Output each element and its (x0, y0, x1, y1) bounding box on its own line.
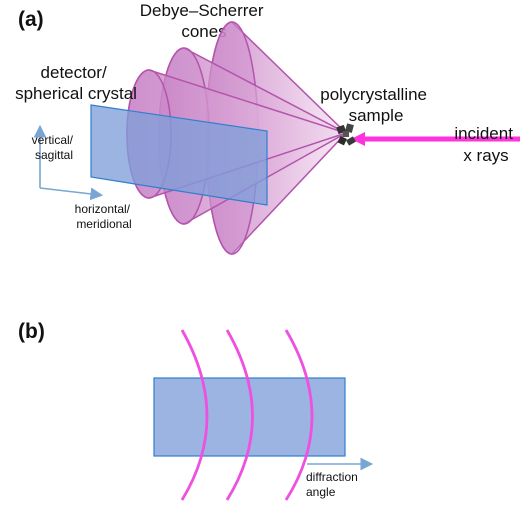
sample-label: polycrystalline sample (320, 85, 432, 125)
incident-beam-arrowhead (351, 132, 365, 146)
polycrystalline-sample (336, 123, 356, 146)
diffraction-angle-label: diffraction angle (306, 470, 361, 499)
incident-label: incident x rays (454, 124, 517, 165)
horizontal-axis-arrow (39, 187, 104, 201)
detector-label: detector/ spherical crystal (15, 63, 137, 103)
cones-label: Debye–Scherrer cones (140, 1, 269, 41)
diffraction-ring-2 (225, 329, 254, 501)
horizontal-axis-label: horizontal/ meridional (75, 202, 134, 231)
diffraction-ring-3 (284, 329, 314, 501)
vertical-axis-label: vertical/ sagittal (32, 133, 77, 162)
panel-a-label: (a) (18, 8, 44, 31)
detector-plate (90, 104, 268, 206)
diffraction-ring-1 (180, 329, 209, 501)
panel-b-label: (b) (18, 320, 45, 343)
